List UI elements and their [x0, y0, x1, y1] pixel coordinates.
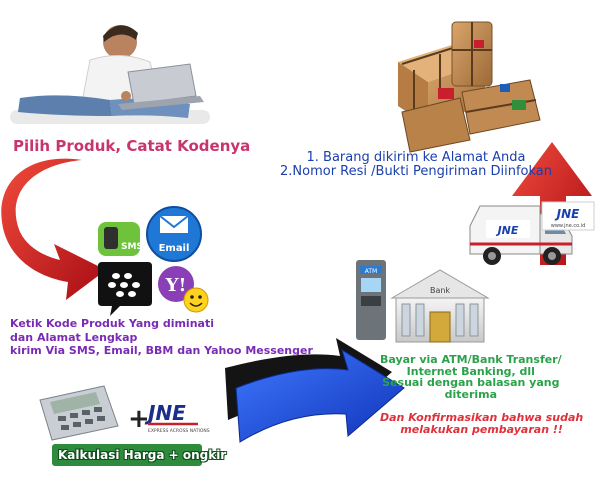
- sms-label: SMS: [121, 242, 143, 252]
- payment-line-3: Sesuai dengan balasan yang: [382, 376, 560, 390]
- bank-building-icon: Bank: [390, 269, 490, 343]
- shipping-line-2: 2.Nomor Resi /Bukti Pengiriman Diinfokan: [280, 163, 552, 179]
- yahoo-messenger-icon: Y!: [158, 266, 209, 313]
- jne-logo-badge: JNE www.jne.co.id: [541, 201, 595, 231]
- confirm-line-2: melakukan pembayaran !!: [400, 422, 563, 436]
- plus-sign: +: [128, 404, 150, 434]
- step-choose-product: Pilih Produk, Catat Kodenya: [13, 137, 251, 155]
- sms-icon: SMS: [98, 222, 143, 256]
- bbm-icon: [98, 262, 152, 316]
- payment-line-2: Internet Banking, dll: [406, 364, 535, 378]
- step-order-message: Ketik Kode Produk Yang diminati dan Alam…: [10, 318, 313, 359]
- red-arrow-down: [1, 158, 106, 300]
- shipping-line-1: 1. Barang dikirim ke Alamat Anda: [306, 150, 526, 165]
- email-label: Email: [159, 243, 190, 254]
- payment-line-4: diterima: [444, 387, 498, 401]
- step-shipping: 1. Barang dikirim ke Alamat Anda 2.Nomor…: [280, 151, 552, 178]
- jne-tagline: EXPRESS ACROSS NATIONS: [148, 428, 210, 434]
- step-calculate-price: Kalkulasi Harga + ongkir: [58, 448, 227, 462]
- jne-van-label: JNE: [496, 224, 519, 237]
- order-line-1: Ketik Kode Produk Yang diminati: [10, 317, 214, 330]
- order-line-2: dan Alamat Lengkap: [10, 330, 138, 344]
- step-payment: Bayar via ATM/Bank Transfer/ Internet Ba…: [380, 354, 562, 400]
- jne-url-label: www.jne.co.id: [551, 223, 586, 229]
- jne-badge-label: JNE: [555, 207, 581, 221]
- email-icon: Email: [146, 206, 202, 262]
- atm-machine-icon: ATM: [356, 260, 386, 340]
- confirm-line-1: Dan Konfirmasikan bahwa sudah: [380, 411, 584, 424]
- yahoo-label: Y!: [165, 275, 187, 296]
- step-confirm-payment: Dan Konfirmasikan bahwa sudah melakukan …: [380, 412, 583, 435]
- atm-label: ATM: [365, 268, 377, 275]
- person-laptop-icon: [10, 25, 210, 124]
- calculator-icon: [39, 385, 119, 441]
- jne-logo-label: JNE: [144, 401, 186, 425]
- payment-line-1: Bayar via ATM/Bank Transfer/: [380, 353, 562, 366]
- bank-label: Bank: [430, 286, 450, 295]
- parcel-boxes-icon: [398, 21, 541, 153]
- calc-label-plate: [52, 444, 202, 466]
- jne-logo: JNE EXPRESS ACROSS NATIONS: [144, 401, 210, 434]
- blue-arrow-right: [235, 348, 405, 443]
- order-line-3: kirim Via SMS, Email, BBM dan Yahoo Mess…: [10, 344, 313, 358]
